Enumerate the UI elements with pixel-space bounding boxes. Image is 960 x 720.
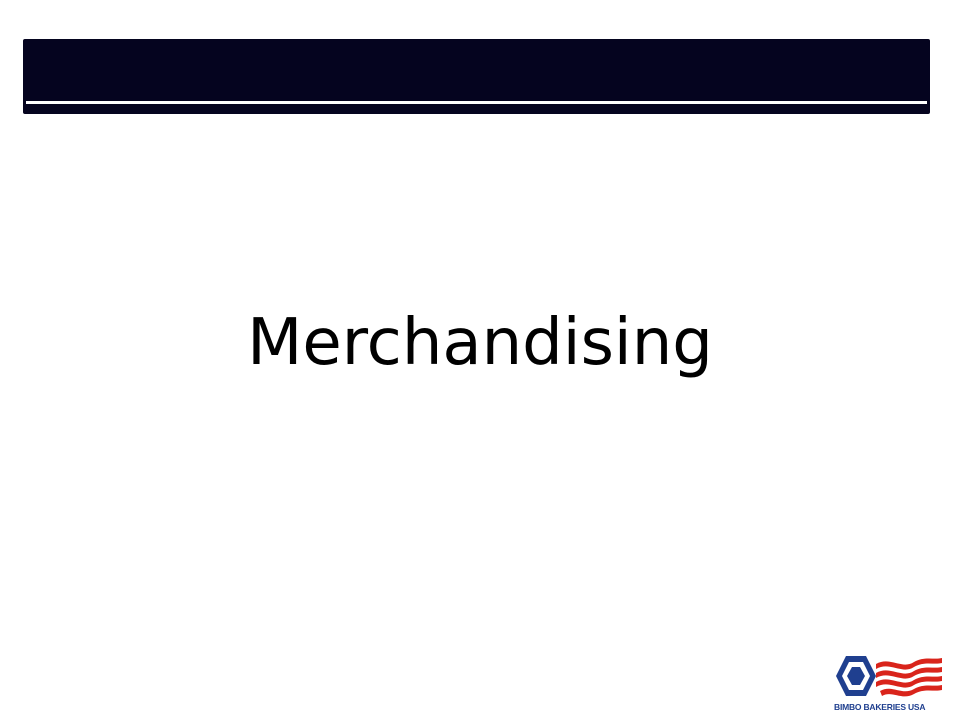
- bimbo-flag-logo-icon: [836, 656, 942, 697]
- slide-title: Merchandising: [247, 306, 713, 380]
- header-bar: [23, 39, 930, 114]
- logo-text: BIMBO BAKERIES USA: [834, 702, 926, 712]
- company-logo: BIMBO BAKERIES USA: [830, 652, 946, 714]
- header-divider: [26, 101, 927, 104]
